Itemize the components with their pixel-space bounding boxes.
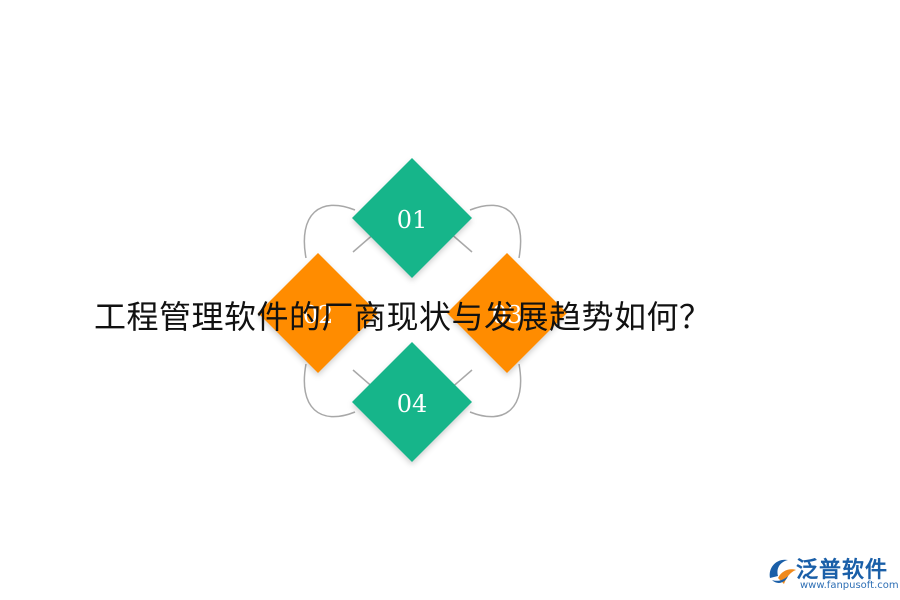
diamond-02-label: 02 xyxy=(303,301,334,329)
diamond-03-shape xyxy=(447,253,567,373)
connector-curve-bottom-right xyxy=(469,363,522,418)
connector-curve-top-right xyxy=(469,204,522,259)
diamond-01-label: 01 xyxy=(397,206,428,234)
diamond-04-label: 04 xyxy=(397,390,428,418)
diamond-02-shape xyxy=(258,253,378,373)
page-title: 工程管理软件的厂商现状与发展趋势如何？ xyxy=(94,298,712,336)
connector-curve-bottom-left xyxy=(303,363,356,418)
fanpu-logo-icon xyxy=(769,559,796,584)
diamond-04-shape xyxy=(352,342,472,462)
diamond-01-shape xyxy=(352,158,472,278)
logo-brand-name: 泛普软件 xyxy=(796,558,889,583)
diamond-03-label: 03 xyxy=(492,301,523,329)
diamond-03 xyxy=(447,253,567,373)
fanpu-logo: 泛普软件 www.fanpusoft.com xyxy=(764,548,899,596)
diamond-01 xyxy=(352,158,472,278)
connector-curve-top-left xyxy=(303,204,356,259)
logo-url: www.fanpusoft.com xyxy=(800,580,899,591)
diamond-02 xyxy=(258,253,378,373)
diamond-04 xyxy=(352,342,472,462)
